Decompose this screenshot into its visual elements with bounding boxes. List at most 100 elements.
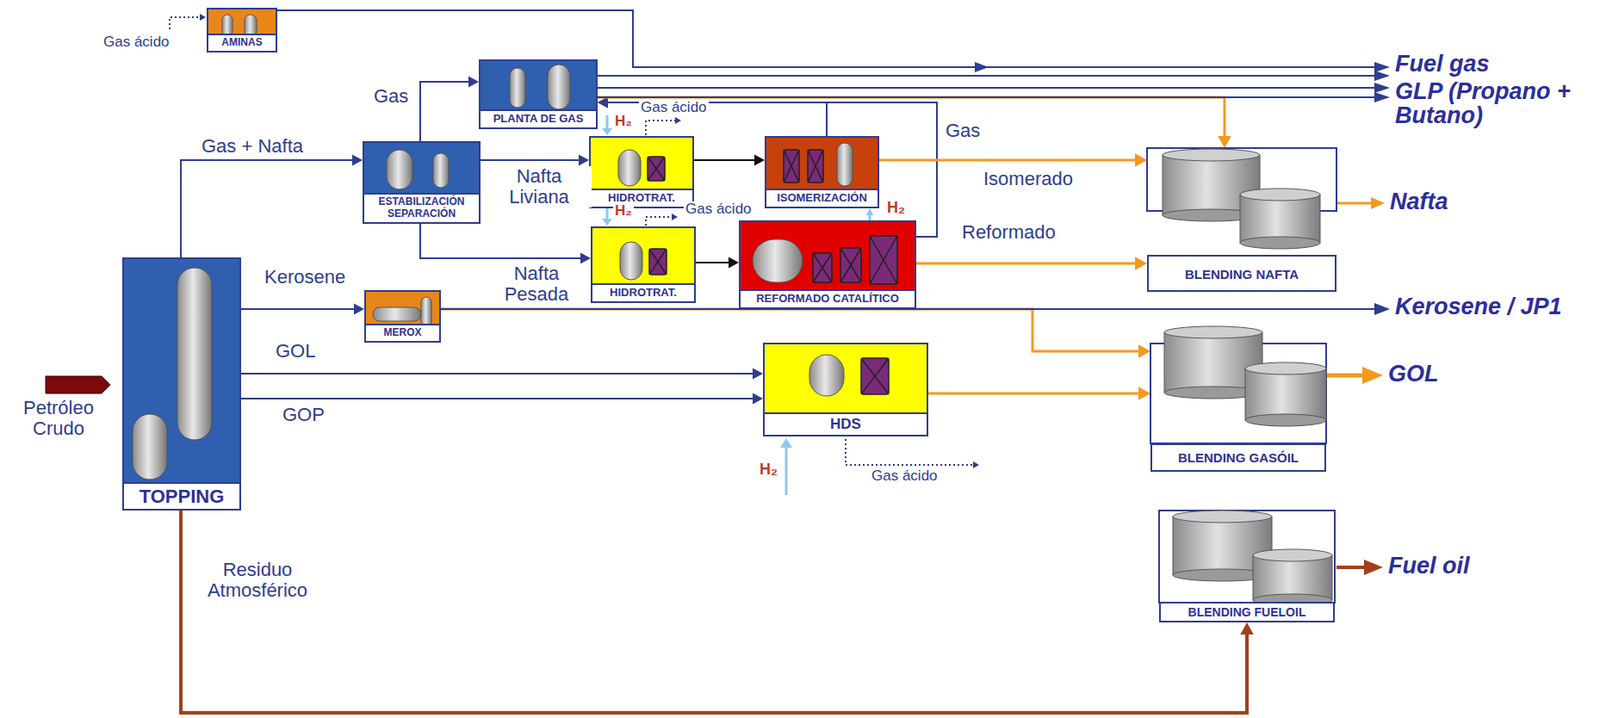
unit-label: HIDROTRAT.	[592, 283, 695, 302]
flow-label: GOP	[280, 404, 327, 426]
reactor-cross	[647, 156, 665, 181]
tank-top	[1162, 148, 1260, 162]
reactor	[840, 248, 862, 283]
flow-label: Nafta Pesada	[483, 263, 590, 305]
vessel	[132, 414, 168, 480]
tank-body	[1252, 555, 1333, 601]
reactor	[649, 248, 667, 275]
flow-connector	[597, 96, 937, 237]
arrowhead	[1134, 153, 1148, 167]
stream-note: H₂	[757, 461, 780, 479]
tank-top	[1240, 188, 1321, 201]
unit-label: HIDROTRAT.	[590, 188, 693, 207]
arrowhead	[752, 392, 763, 404]
unit-label: MEROX	[365, 323, 440, 342]
arrowhead	[1138, 386, 1151, 400]
vessel	[752, 239, 803, 283]
connector-line	[694, 159, 757, 162]
arrowhead	[1217, 136, 1231, 149]
flow-connector	[241, 392, 763, 404]
connector-line	[597, 97, 1225, 139]
process-box: MEROX	[364, 290, 441, 343]
flow-label: Reformado	[960, 222, 1058, 243]
connector-line	[695, 261, 731, 264]
process-box: HDS	[762, 342, 929, 437]
connector-line	[480, 159, 581, 162]
arrowhead	[1240, 622, 1253, 635]
tank-top	[1252, 549, 1333, 562]
unit-label: BLENDING NAFTA	[1147, 254, 1337, 292]
reactor-cross	[869, 235, 898, 285]
flow-label: Gas	[943, 120, 982, 142]
reactor-cross	[812, 253, 832, 283]
product-name: GLP (Propano + Butano)	[1393, 79, 1597, 129]
process-box: ESTABILIZACIÓN SEPARACIÓN	[362, 141, 481, 224]
vessel	[618, 149, 641, 187]
reactor-cross	[812, 253, 832, 283]
blending-unit: BLENDING FUELOIL	[1159, 510, 1335, 623]
unit-label: TOPPING	[124, 482, 240, 509]
vessel	[809, 354, 844, 397]
flow-connector	[879, 153, 1148, 167]
product-name: Fuel gas	[1393, 51, 1492, 76]
product-name: Kerosene / JP1	[1393, 294, 1564, 319]
connector-line	[241, 308, 356, 311]
reactor	[783, 149, 800, 183]
arrowhead	[352, 154, 363, 166]
arrowhead	[866, 208, 875, 216]
arrowhead	[754, 154, 765, 166]
flow-label: GOL	[273, 341, 317, 362]
vessel	[620, 241, 643, 280]
arrowhead	[1138, 344, 1151, 358]
tank-bottom	[1240, 236, 1321, 249]
stream-note: Petróleo Crudo	[5, 397, 112, 440]
reactor	[812, 253, 832, 283]
flow-connector	[420, 75, 479, 142]
unit-label: ISOMERIZACIÓN	[766, 188, 878, 207]
unit-label: BLENDING FUELOIL	[1159, 601, 1335, 623]
reactor	[861, 358, 889, 395]
reactor-cross	[649, 248, 667, 275]
vessel	[177, 267, 212, 441]
flow-connector	[916, 256, 1148, 270]
unit-label: ESTABILIZACIÓN SEPARACIÓN	[364, 192, 479, 223]
product-name: Fuel oil	[1386, 553, 1472, 578]
connector-line	[879, 159, 1138, 162]
process-box: TOPPING	[122, 257, 242, 511]
unit-label: REFORMADO CATALÍTICO	[740, 289, 915, 308]
tank-body	[1245, 368, 1327, 421]
tank-top	[1172, 510, 1272, 523]
flow-connector	[241, 303, 365, 315]
connector-line	[420, 81, 471, 142]
gas-lines	[277, 10, 1377, 310]
flow-connector	[180, 510, 1254, 714]
vessel	[386, 149, 413, 190]
flow-label: Gas	[372, 86, 410, 107]
flow-connector	[480, 154, 590, 166]
arrowhead	[578, 154, 590, 166]
reactor	[647, 156, 665, 181]
flow-label: Nafta Liviana	[486, 166, 592, 208]
reactor-cross	[647, 156, 665, 181]
flow-connector	[180, 154, 363, 258]
flow-connector	[420, 223, 591, 265]
gas-arrowheads	[974, 62, 1390, 316]
reactor-cross	[649, 248, 667, 275]
unit-label: PLANTA DE GAS	[480, 109, 596, 128]
reactor-cross	[807, 149, 824, 183]
connector-line	[180, 510, 1247, 714]
connector-line	[180, 160, 354, 258]
reactor-cross	[861, 358, 889, 395]
reactor-cross	[783, 149, 800, 183]
tank-top	[1245, 362, 1327, 375]
unit-label: HDS	[764, 412, 927, 435]
process-box: HIDROTRAT.	[590, 226, 696, 304]
tank-bottom	[1245, 414, 1327, 427]
arrowhead	[353, 303, 365, 315]
reactor-cross	[840, 248, 862, 283]
tank-body	[1240, 194, 1321, 243]
flow-label: Gas + Nafta	[199, 136, 305, 157]
stream-note: H₂	[613, 113, 634, 131]
stream-note: Gas ácido	[638, 99, 709, 117]
flow-label: H₂	[885, 199, 907, 218]
